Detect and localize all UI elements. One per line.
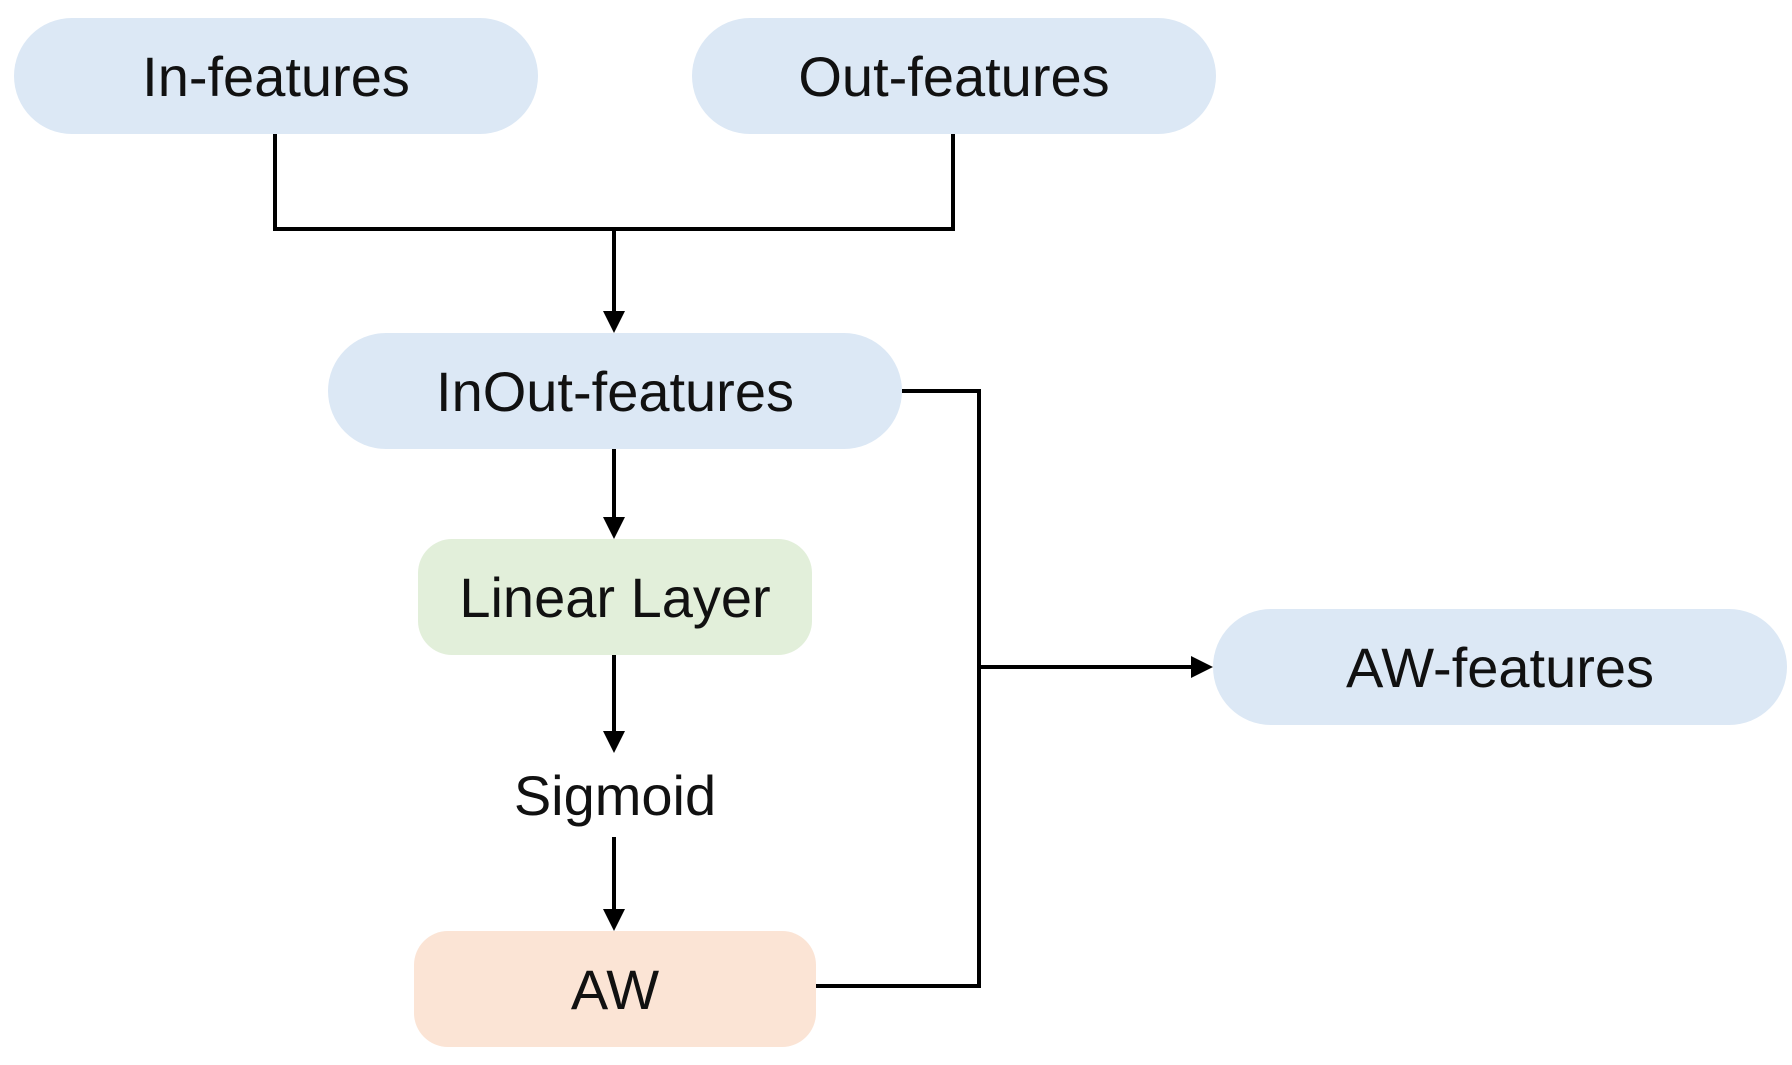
linear-layer-node: Linear Layer [418,539,812,655]
out-features-node: Out-features [692,18,1216,134]
arrowhead-aw [603,909,625,931]
arrowhead-linear [603,517,625,539]
sigmoid-label: Sigmoid [513,763,717,827]
inout-features-node: InOut-features [328,333,902,449]
inout-feed-line [816,389,981,988]
arrowhead-sigmoid [603,731,625,753]
aw-features-node: AW-features [1213,609,1787,725]
arrowhead-aw-features [1191,656,1213,678]
aw-node: AW [414,931,816,1047]
in-features-node: In-features [14,18,538,134]
arrowhead-inout [603,311,625,333]
merge-connector [273,134,955,231]
